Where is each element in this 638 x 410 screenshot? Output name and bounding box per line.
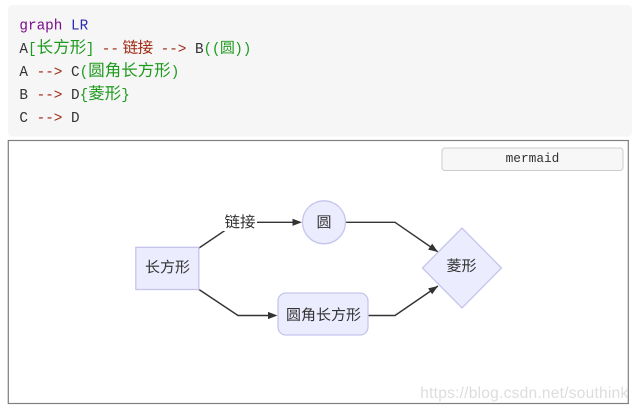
svg-text:-->: --> xyxy=(37,65,63,81)
svg-text:-: - xyxy=(169,42,178,58)
svg-text:C: C xyxy=(19,111,28,127)
svg-text:mermaid: mermaid xyxy=(506,151,560,166)
svg-text:-->: --> xyxy=(37,88,63,104)
svg-text:{: { xyxy=(80,88,89,104)
svg-text:https://blog.csdn.net/southink: https://blog.csdn.net/southink xyxy=(420,385,628,402)
svg-text:]: ] xyxy=(86,42,95,58)
svg-text:[: [ xyxy=(28,42,37,58)
svg-text:LR: LR xyxy=(71,19,89,35)
svg-text:graph: graph xyxy=(19,19,62,35)
svg-text:D: D xyxy=(71,111,80,127)
svg-text:A: A xyxy=(19,65,28,81)
svg-text:>: > xyxy=(178,42,187,58)
svg-text:(: ( xyxy=(204,42,213,58)
svg-text:(: ( xyxy=(212,42,221,58)
svg-text:}: } xyxy=(121,88,130,104)
svg-text:-->: --> xyxy=(37,111,63,127)
svg-text:C: C xyxy=(71,65,80,81)
svg-text:B: B xyxy=(195,42,204,58)
svg-text:D: D xyxy=(71,88,80,104)
svg-text:): ) xyxy=(243,42,252,58)
svg-text:): ) xyxy=(234,42,243,58)
svg-text:--: -- xyxy=(102,42,119,58)
svg-text:B: B xyxy=(19,88,28,104)
svg-text:(: ( xyxy=(80,65,89,81)
svg-text:-: - xyxy=(161,42,170,58)
svg-text:): ) xyxy=(171,65,180,81)
svg-text:A: A xyxy=(19,42,28,58)
